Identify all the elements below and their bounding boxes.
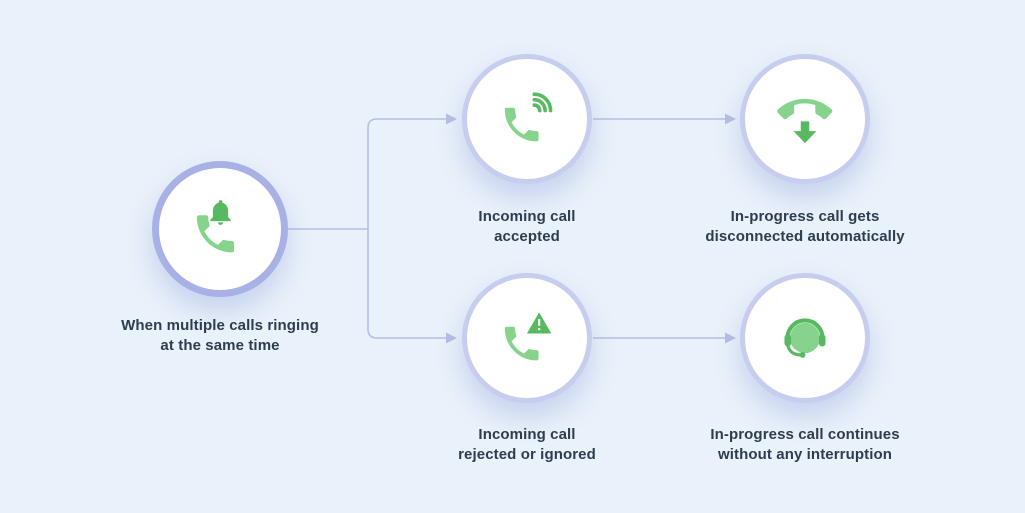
label-line: rejected or ignored [458,445,596,463]
label-multiple-calls: When multiple calls ringing at the same … [95,316,345,356]
arrowhead-disconnected [725,113,736,125]
label-line: accepted [494,227,560,245]
support-agent-icon [784,318,826,358]
node-call-disconnected [740,54,870,184]
label-call-accepted: Incoming call accepted [417,207,637,247]
label-line: In-progress call gets [730,208,880,225]
node-call-accepted [462,54,592,184]
call-warning-icon [504,312,552,361]
connector-root-to-accepted [367,118,446,229]
label-call-continues: In-progress call continues without any i… [685,425,925,465]
label-call-rejected: Incoming call rejected or ignored [417,425,637,465]
node-multiple-calls [152,161,288,297]
node-call-rejected [462,273,592,403]
arrowhead-continues [725,332,736,344]
label-call-disconnected: In-progress call gets disconnected autom… [685,207,925,247]
incoming-call-icon [504,92,553,142]
label-line: Incoming call [478,426,576,443]
call-end-down-arrow-icon [777,98,833,144]
arrowhead-rejected [446,332,457,344]
arrowhead-accepted [446,113,457,125]
node-call-continues [740,273,870,403]
label-line: at the same time [160,336,280,354]
label-line: In-progress call continues [710,426,900,443]
label-line: without any interruption [717,445,893,463]
label-line: When multiple calls ringing [121,317,319,334]
phone-bell-icon [196,200,235,253]
label-line: disconnected automatically [705,227,905,245]
connector-root-to-rejected [367,229,446,339]
label-line: Incoming call [478,208,576,225]
